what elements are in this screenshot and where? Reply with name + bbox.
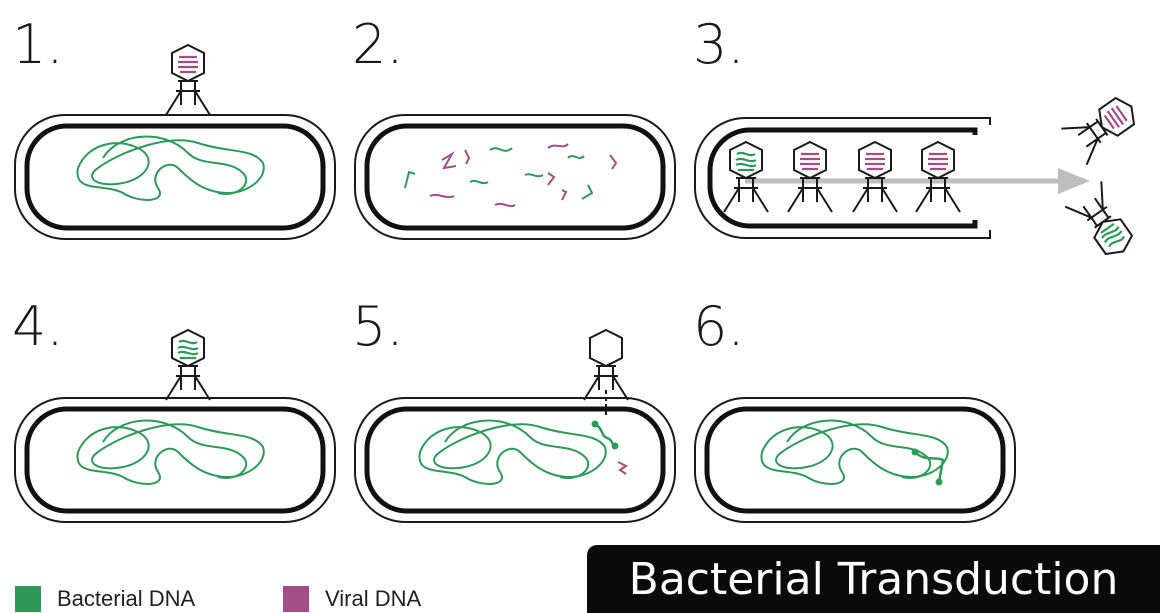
release-arrowhead bbox=[1058, 168, 1090, 194]
bacteriophage bbox=[166, 45, 210, 115]
released-transducing-phage bbox=[1065, 181, 1141, 264]
legend-bacterial-dna: Bacterial DNA bbox=[15, 586, 195, 612]
bacterium-cell bbox=[15, 115, 335, 239]
bacterium-cell bbox=[695, 398, 1015, 522]
panel-5 bbox=[355, 330, 675, 522]
transducing-phage bbox=[166, 330, 210, 400]
bacterium-cell bbox=[15, 398, 335, 522]
legend-label: Bacterial DNA bbox=[57, 586, 195, 612]
bacterial-dna-swatch bbox=[15, 586, 41, 612]
diagram-title: Bacterial Transduction bbox=[629, 554, 1119, 605]
title-banner: Bacterial Transduction bbox=[587, 545, 1160, 613]
legend-label: Viral DNA bbox=[325, 586, 421, 612]
panel-2 bbox=[355, 115, 675, 239]
bacterium-cell bbox=[355, 398, 675, 522]
viral-dna-swatch bbox=[283, 586, 309, 612]
legend-viral-dna: Viral DNA bbox=[283, 586, 421, 612]
panel-3 bbox=[695, 89, 1144, 264]
panel-1 bbox=[15, 45, 335, 239]
released-phage bbox=[1061, 89, 1144, 165]
panel-6 bbox=[695, 398, 1015, 522]
bacterium-cell bbox=[355, 115, 675, 239]
panel-4 bbox=[15, 330, 335, 522]
